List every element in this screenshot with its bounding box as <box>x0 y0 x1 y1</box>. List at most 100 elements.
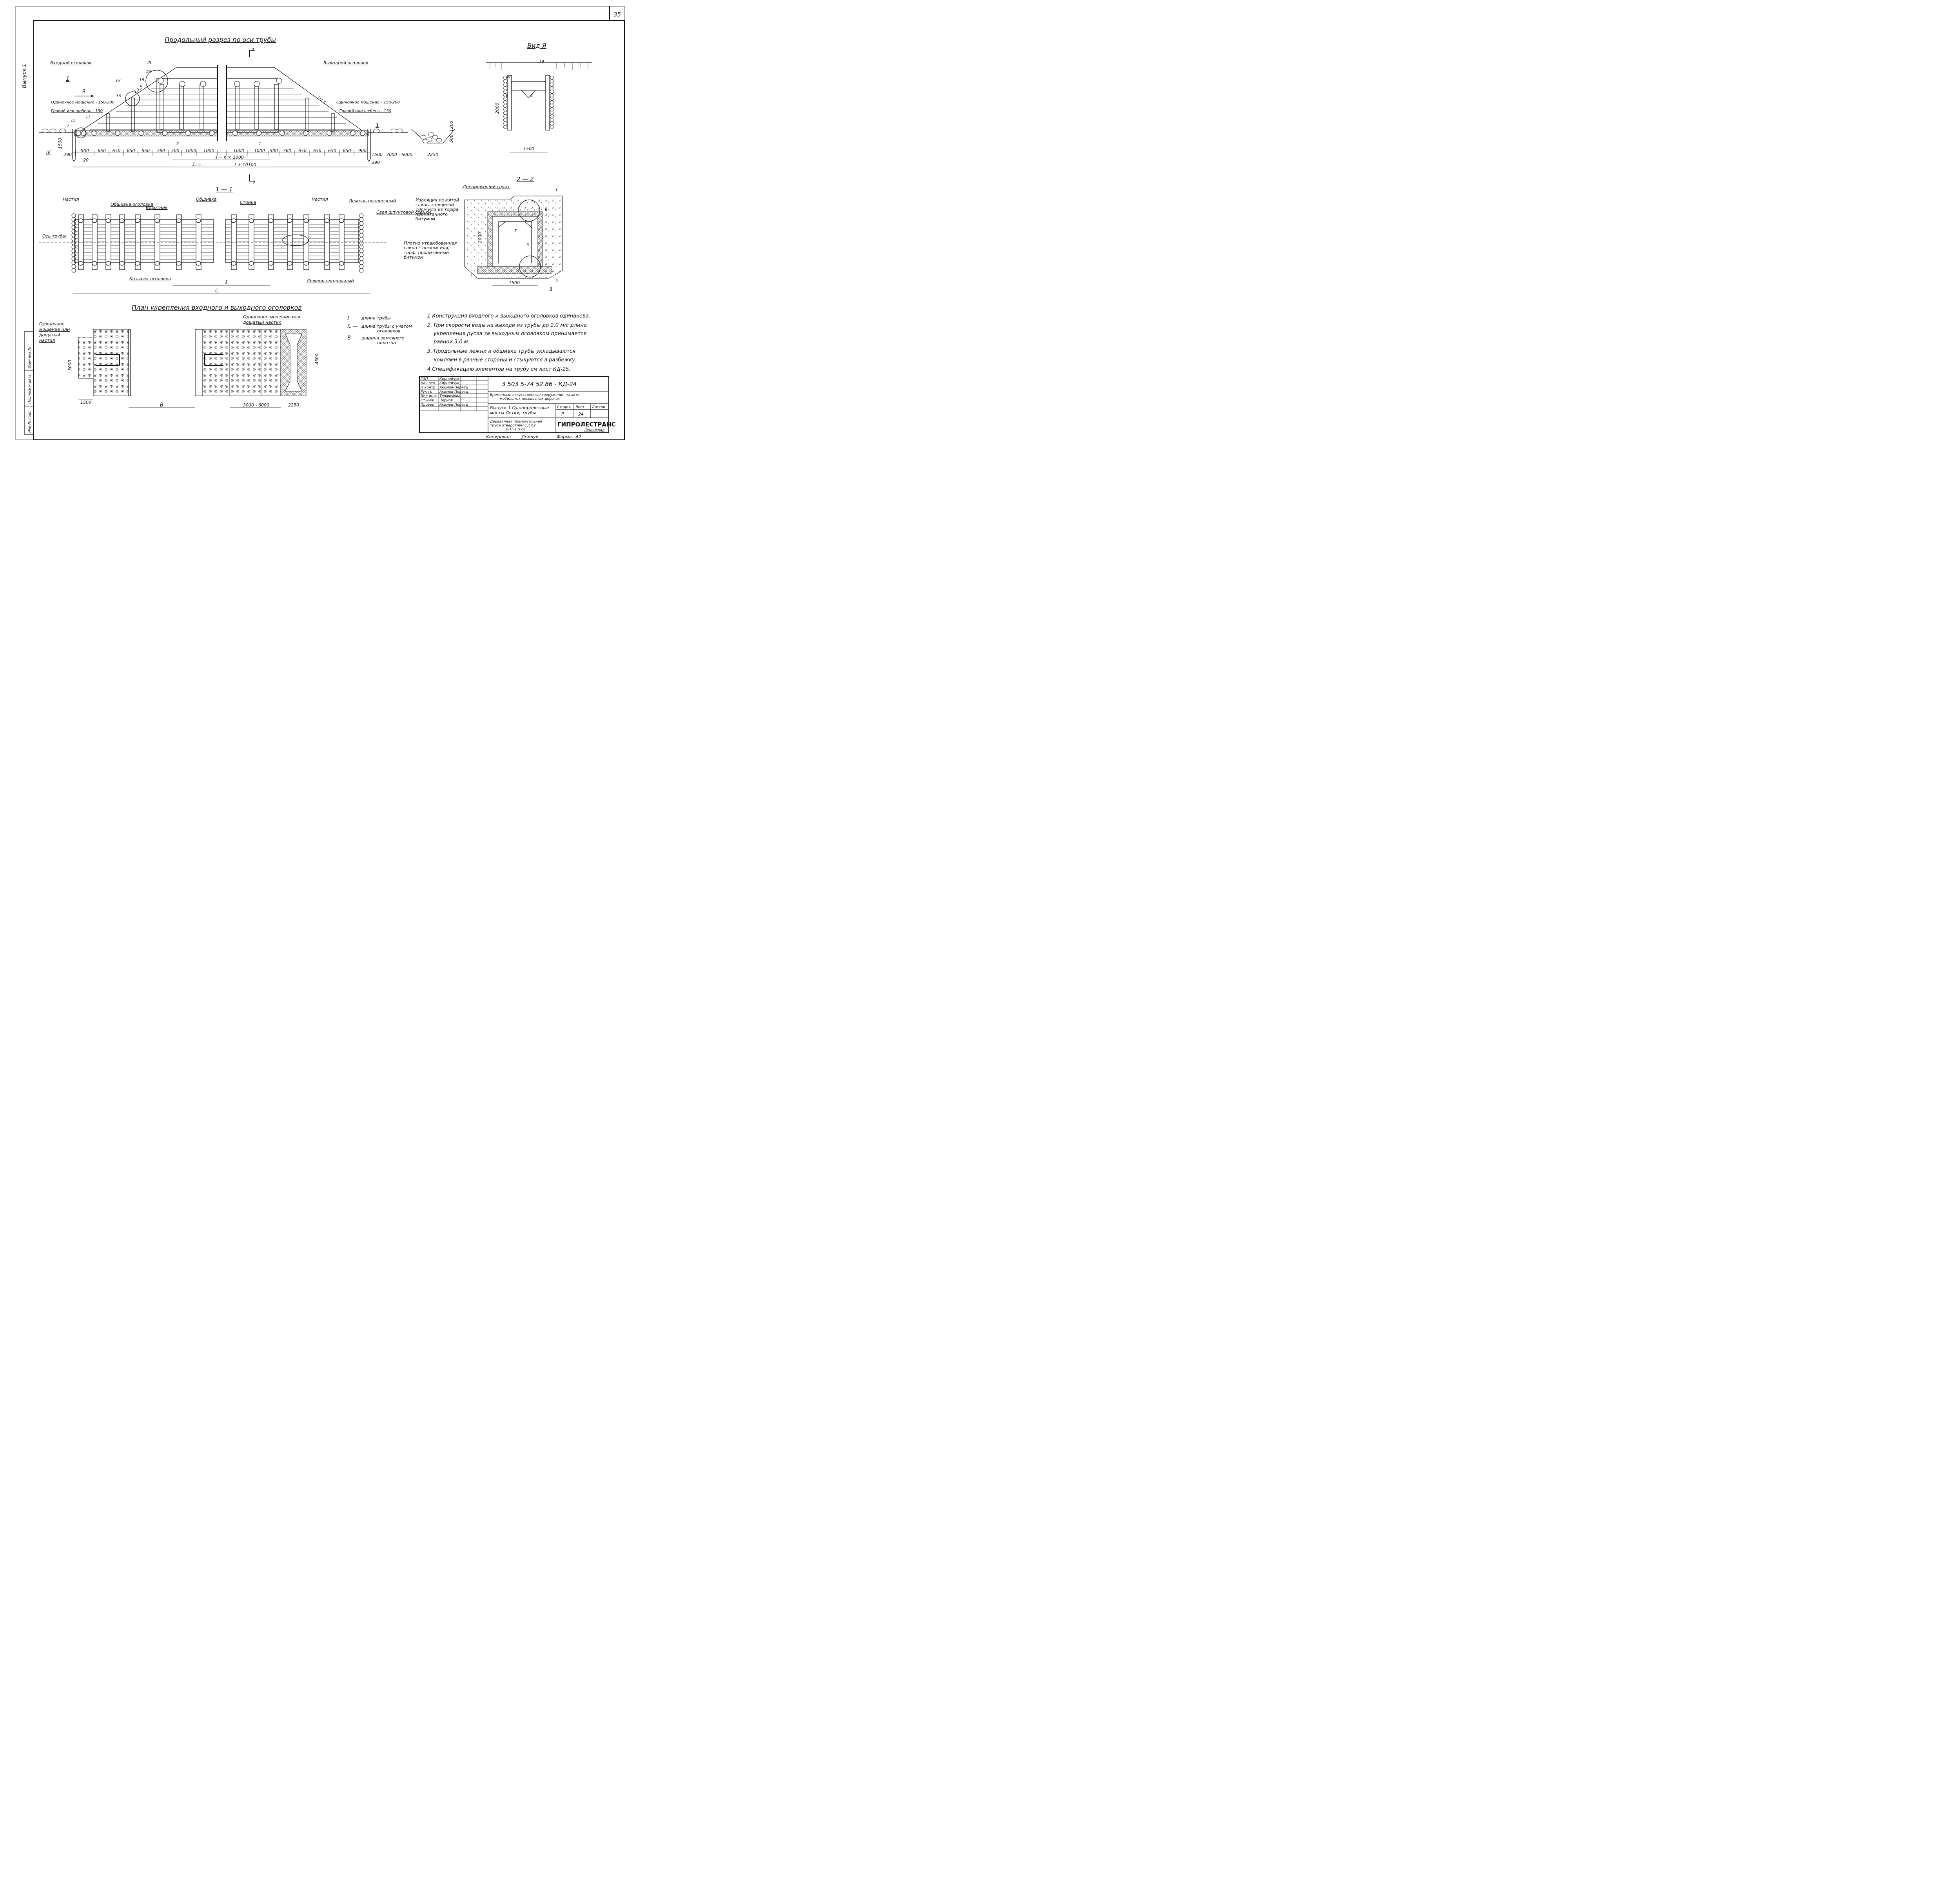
L-value: ℓ + 10100 <box>234 162 256 167</box>
view-a-log <box>550 107 554 111</box>
s11-post-head <box>119 261 125 266</box>
s11-post-head <box>105 218 111 223</box>
dim-20: 20 <box>83 158 89 163</box>
s11-pile-log <box>359 213 364 218</box>
s11-post-head <box>105 261 111 266</box>
gravel-left: Гравий или щебень - 150 <box>51 109 103 113</box>
view-a-log <box>550 118 554 122</box>
s22-callout-2: 2 <box>555 279 558 283</box>
view-a-log <box>550 97 554 101</box>
dim-290-left: 290 <box>64 152 72 157</box>
tb-role-1: Нач отд <box>421 381 435 385</box>
view-a-log <box>503 100 507 104</box>
tb-name-6: Акимов-Перетц <box>439 403 468 407</box>
s11-nastil-left: Настил <box>63 197 79 202</box>
section-1-1: 1 — 1 Настил Обшивка оголовка Воротник О… <box>39 186 431 294</box>
tb-role-5: Ст инж <box>421 399 434 403</box>
stamp-replace: Взам инв № <box>28 347 32 368</box>
dim-left-4: 650 <box>142 148 150 153</box>
s22-callout-3: 3 <box>526 243 529 247</box>
tb-format: Формат А2 <box>557 434 581 439</box>
tb-role-3: Рук гр <box>421 390 432 394</box>
s22-callout-5: 5 <box>514 229 517 233</box>
tb-org: ГИПРОЛЕСТРАНС <box>557 421 616 428</box>
legend-l-text: длина трубы <box>361 316 391 321</box>
s11-post-head <box>324 218 330 223</box>
legend-B-text: ширина земляного полотна <box>361 336 406 345</box>
s11-lezhen-prod: Лежень продольный <box>306 278 354 283</box>
view-a-log <box>550 104 554 108</box>
legend-B-sym: B — <box>347 335 358 341</box>
s11-post-head <box>196 218 201 223</box>
view-a-log <box>550 79 554 83</box>
tb-name-1: Корнейчук <box>439 381 460 385</box>
L-formula: ℒ = <box>192 162 201 168</box>
s11-pile-log <box>359 225 364 230</box>
view-a-log <box>550 100 554 104</box>
s11-post-head <box>119 218 125 223</box>
dim-left-3: 650 <box>127 148 135 153</box>
s11-pile-log <box>71 241 76 245</box>
tb-role-2: Н контр <box>421 386 436 390</box>
view-a-log <box>550 83 554 87</box>
tb-code: 3 503 5-74 52.86 - КД-24 <box>502 381 577 388</box>
longitudinal-section: Продольный разрез по оси трубы Входной о… <box>39 36 455 185</box>
s22-isolation: Изоляция из мятой глины толщиной 10см ил… <box>416 198 460 221</box>
view-arrow-label: Я <box>82 89 85 94</box>
s11-post-head <box>135 261 140 266</box>
long-title: Продольный разрез по оси трубы <box>165 36 276 44</box>
view-a-title: Вид Я <box>527 42 546 49</box>
dim-right-3: 760 <box>283 148 291 153</box>
s11-post-head <box>135 218 140 223</box>
view-a-log <box>503 90 507 94</box>
callout-17: 17 <box>85 115 91 120</box>
issue-label: Выпуск 1 <box>22 63 27 88</box>
s11-post-head <box>268 218 274 223</box>
s22-callout-I: I <box>556 187 557 192</box>
tb-stage: Р <box>561 412 564 417</box>
s11-pile-log <box>71 256 76 261</box>
s11-vorotnik: Воротник <box>146 205 168 210</box>
sheet-number: 35 <box>613 11 621 18</box>
tb-role-0: ГИП <box>421 377 428 381</box>
note-2a: 2. При скорости воды на выходе из трубы … <box>427 323 587 328</box>
s11-post-head <box>303 261 309 266</box>
s22-dim-2000: 2000 <box>477 232 483 243</box>
plan-dim-4500: 4500 <box>314 354 319 365</box>
dim-right-5: 650 <box>313 148 321 153</box>
s11-post-head <box>92 261 97 266</box>
s11-pile-log <box>71 268 76 273</box>
plan-dim-B: B <box>160 402 163 408</box>
s11-post-head <box>324 261 330 266</box>
callout-III: III <box>147 60 151 65</box>
legend: ℓ — длина трубы ℒ — длина трубы с учетом… <box>347 315 412 345</box>
note-1: 1 Конструкция входного и выходного оголо… <box>427 313 590 319</box>
dim-right-0: 1000 <box>233 148 244 153</box>
dim-left-6: 500 <box>171 148 180 153</box>
view-a-log <box>550 114 554 118</box>
s11-svaya: Свая шпунтовой стенки <box>376 210 431 215</box>
stamp-inv: Инв № подл <box>28 410 32 433</box>
s11-pile-log <box>359 221 364 226</box>
section-1-left: 1 <box>66 75 70 82</box>
drawing-sheet: 35 Выпуск 1 Инв № подл Подпись и дата Вз… <box>15 6 625 440</box>
s11-pile-log <box>359 264 364 269</box>
s11-pile-log <box>359 229 364 234</box>
callout-2: 2 <box>176 142 179 146</box>
s11-pile-log <box>359 217 364 222</box>
tb-name-5: Чернов <box>439 399 453 403</box>
callout-7: 7 <box>67 124 69 129</box>
view-a-log <box>550 125 554 129</box>
s11-post-head <box>287 261 292 266</box>
view-a-log <box>550 76 554 80</box>
s11-pile-log <box>71 233 76 238</box>
dim-1500-right: 1500 <box>372 152 383 157</box>
paving-left: Одиночное мощение - 150-200 <box>51 100 114 105</box>
outlet-label: Выходной оголовок <box>323 60 368 65</box>
legend-L-sym: ℒ — <box>347 323 358 329</box>
plan-right-label: Одиночное мощение или дощатый настил <box>243 314 302 325</box>
s22-clay: Плотно утрамбованная глина с песком или,… <box>404 241 458 260</box>
tb-drawing: Деревянная прямоугольная труба отверстие… <box>490 420 543 432</box>
callout-18: 18 <box>139 78 144 82</box>
